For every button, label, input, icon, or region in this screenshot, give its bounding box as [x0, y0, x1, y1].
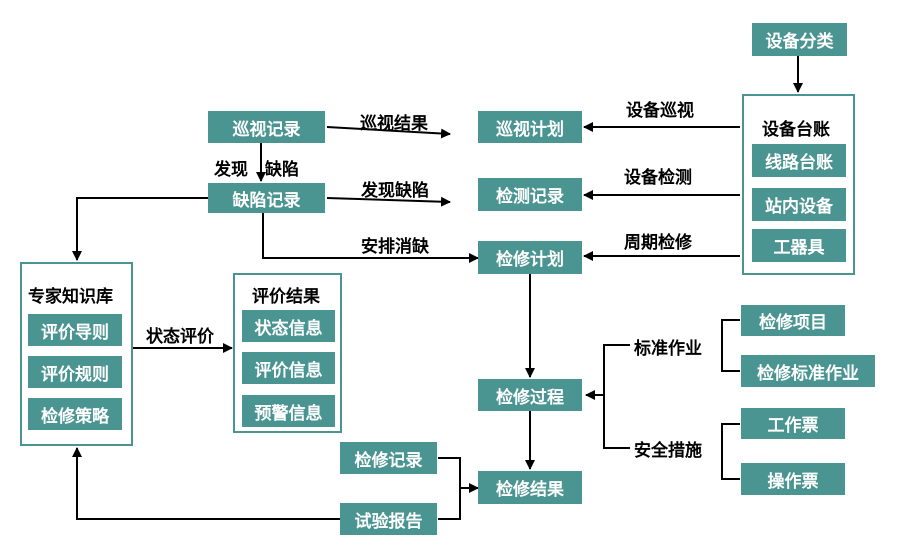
node-line-ledger: 线路台账 [752, 144, 846, 177]
node-work-ticket: 工作票 [741, 408, 845, 439]
node-evaluation-result-title: 评价结果 [252, 287, 320, 307]
node-maintenance-standard-operation: 检修标准作业 [741, 355, 875, 387]
node-maintenance-item: 检修项目 [741, 305, 845, 336]
node-device-ledger-title: 设备台账 [762, 120, 830, 140]
node-maintenance-strategy: 检修策略 [28, 398, 122, 430]
node-inspection-record: 巡视记录 [208, 111, 325, 143]
node-expert-kb-title: 专家知识库 [28, 287, 113, 307]
node-defect-record: 缺陷记录 [208, 183, 325, 213]
edge-label-device-detection: 设备检测 [624, 168, 692, 188]
edge-label-status-evaluation: 状态评价 [146, 327, 214, 347]
node-station-equipment: 站内设备 [752, 188, 846, 221]
edge-label-device-inspection: 设备巡视 [626, 101, 694, 121]
edge-arrange-elimination [262, 213, 479, 263]
node-device-category: 设备分类 [752, 23, 847, 56]
node-evaluation-guide: 评价导则 [28, 314, 122, 346]
edge-label-inspection-result: 巡视结果 [360, 114, 428, 134]
bracket-record-report [438, 457, 461, 520]
node-maintenance-plan: 检修计划 [478, 241, 582, 274]
edge-defect-to-kb [72, 197, 208, 261]
edge-found-defect [326, 196, 451, 207]
edge-report-to-kb [72, 447, 340, 520]
node-detection-record: 检测记录 [478, 178, 582, 211]
node-inspection-plan: 巡视计划 [478, 111, 582, 143]
node-test-report: 试验报告 [340, 503, 437, 535]
node-maintenance-result: 检修结果 [478, 471, 582, 504]
node-maintenance-process: 检修过程 [478, 379, 582, 411]
node-standard-operation: 标准作业 [634, 339, 702, 359]
node-maintenance-record: 检修记录 [340, 442, 437, 474]
node-evaluation-info: 评价信息 [242, 352, 335, 384]
edge-label-arrange-elimination: 安排消缺 [361, 237, 429, 257]
edge-measures-to-process [603, 344, 630, 449]
node-tools: 工器具 [752, 229, 846, 262]
edge-label-found-defect: 发现缺陷 [361, 181, 429, 201]
edge-label-periodic-maintenance: 周期检修 [624, 233, 692, 253]
node-operation-ticket: 操作票 [741, 463, 845, 495]
bracket-safety-measures [721, 423, 740, 480]
node-evaluation-rules: 评价规则 [28, 356, 122, 388]
edge-label-found: 发现 [214, 160, 248, 180]
node-warning-info: 预警信息 [242, 395, 335, 427]
node-status-info: 状态信息 [242, 310, 335, 342]
edge-label-defect: 缺陷 [265, 160, 299, 180]
node-safety-measures: 安全措施 [634, 441, 702, 461]
bracket-standard-operation [721, 319, 740, 372]
edge-inspection-result [326, 126, 451, 139]
